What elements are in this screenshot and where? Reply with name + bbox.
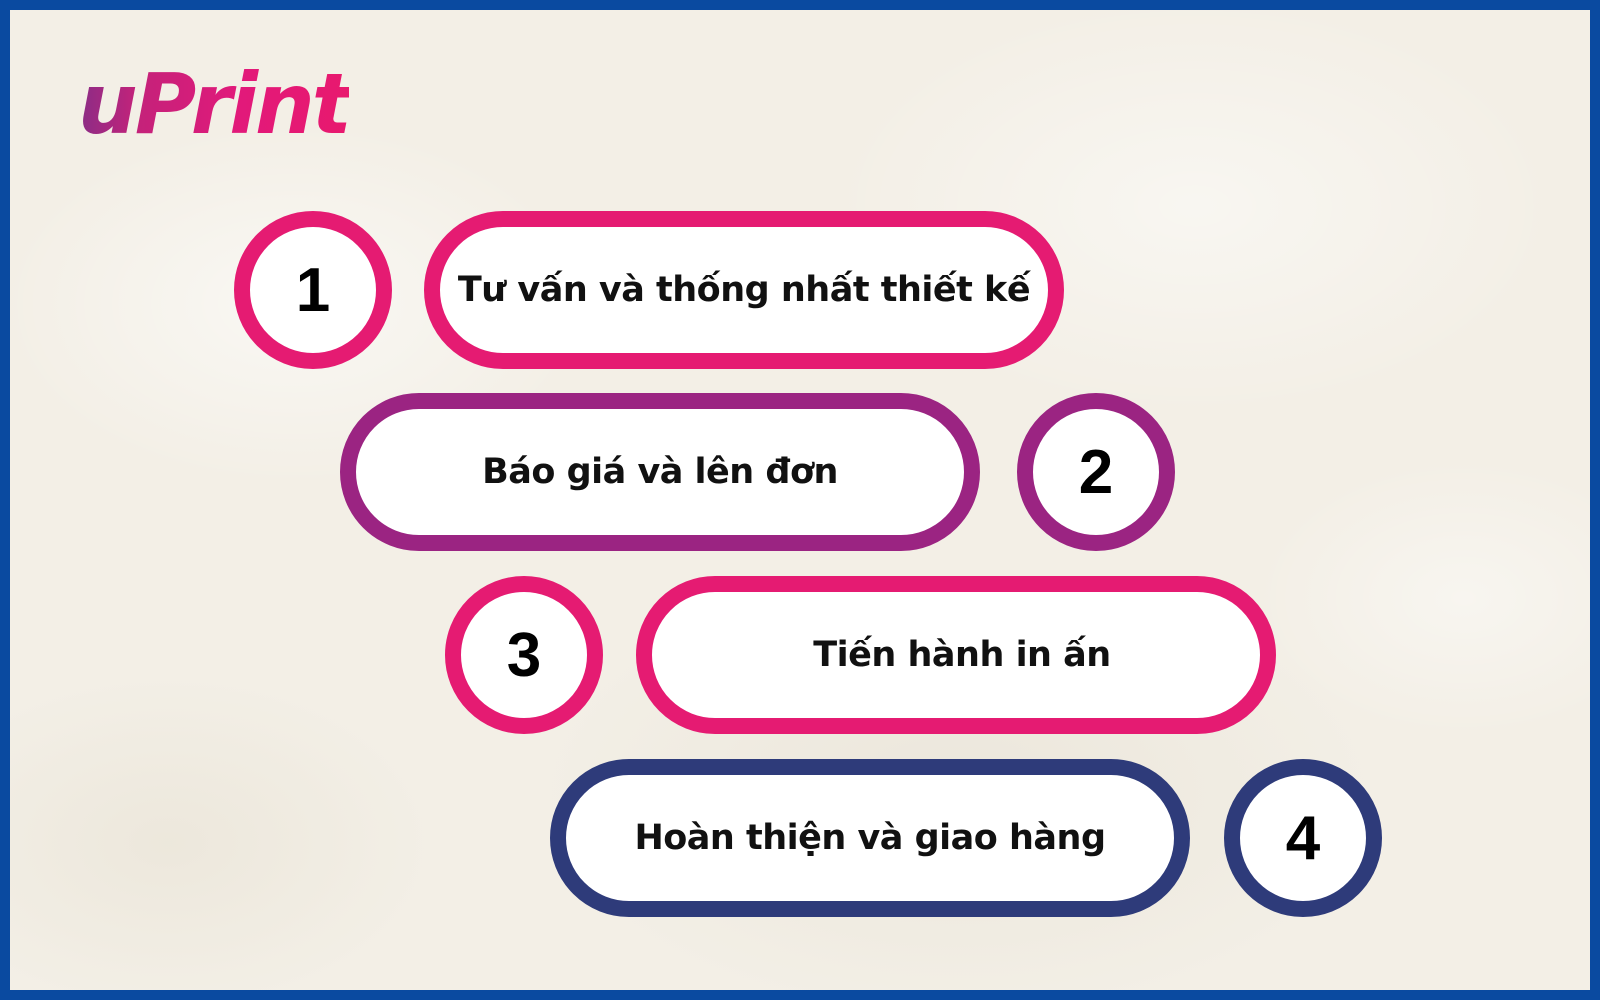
step-4-label: Hoàn thiện và giao hàng — [634, 818, 1106, 858]
uprint-logo: uPrint — [78, 55, 352, 153]
step-1-label-pill: Tư vấn và thống nhất thiết kế — [424, 211, 1064, 369]
step-3-label: Tiến hành in ấn — [813, 635, 1111, 675]
step-2-number-badge: 2 — [1017, 393, 1175, 551]
step-4-label-pill: Hoàn thiện và giao hàng — [550, 759, 1190, 917]
step-3-number-badge: 3 — [445, 576, 603, 734]
step-2-label: Báo giá và lên đơn — [482, 452, 838, 492]
step-1-label: Tư vấn và thống nhất thiết kế — [457, 270, 1031, 310]
step-2-label-pill: Báo giá và lên đơn — [340, 393, 980, 551]
step-4-number-badge: 4 — [1224, 759, 1382, 917]
step-1-number-badge: 1 — [234, 211, 392, 369]
step-3-label-pill: Tiến hành in ấn — [636, 576, 1276, 734]
